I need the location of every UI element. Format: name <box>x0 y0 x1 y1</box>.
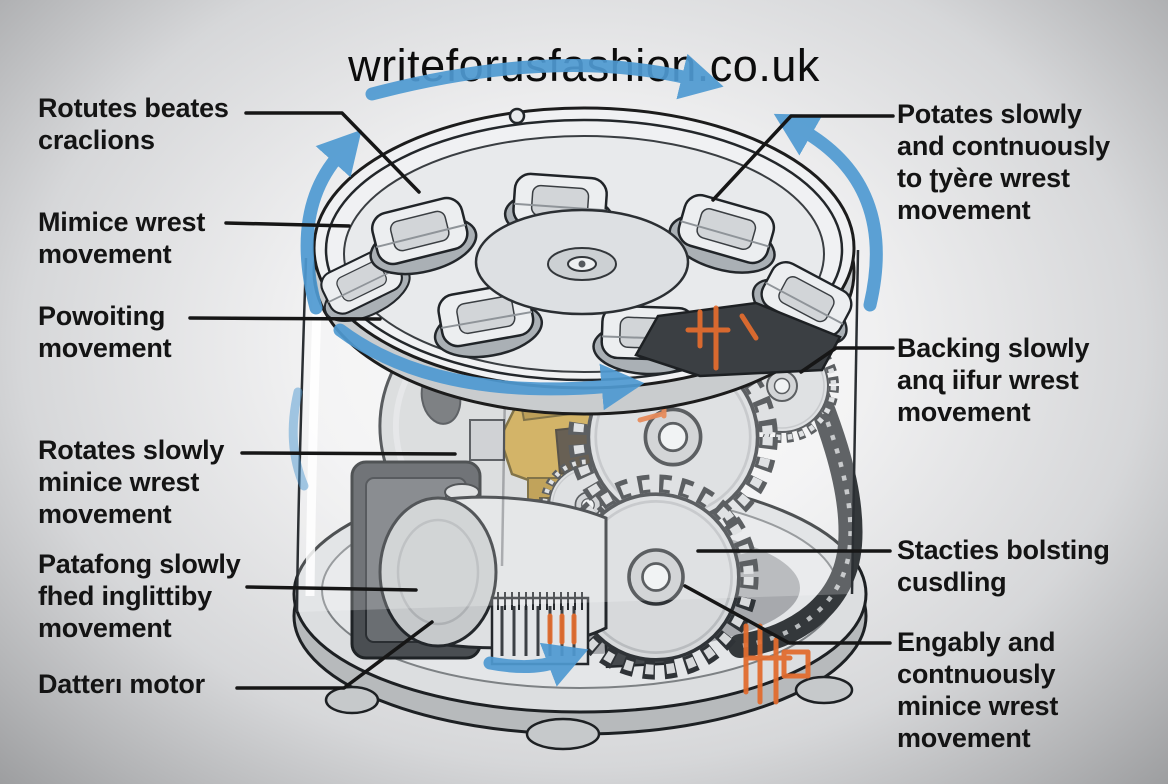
base-foot <box>794 675 854 705</box>
rotation-arrows <box>288 53 883 687</box>
rotation-arrow-right <box>773 113 883 312</box>
callout-mimice <box>224 221 351 228</box>
label-powoiting: Powoiting movement <box>38 301 172 363</box>
callout-lines <box>188 111 895 690</box>
callout-backing <box>799 346 895 374</box>
rotation-arrow-left <box>300 129 362 315</box>
rotation-arrow-bottom <box>483 642 589 687</box>
base-foot <box>324 685 380 715</box>
label-patafong: Patafong slowly fhed inglittiby movement <box>38 549 241 643</box>
callout-rotutes <box>244 111 421 194</box>
rotation-arrow-top <box>365 53 724 101</box>
label-engably: Engably and contnuously minice wrest mov… <box>897 627 1059 753</box>
rotation-arrow-inner <box>333 323 645 411</box>
platter-knob <box>508 107 526 125</box>
orange-piping-bottom <box>547 613 811 705</box>
callout-motor <box>235 620 434 690</box>
callout-engably <box>683 584 892 645</box>
callout-rotates <box>240 451 457 456</box>
callout-patafong <box>245 585 418 592</box>
callout-potates <box>711 114 895 202</box>
cutaway-wedge <box>634 301 842 378</box>
orange-piping-top <box>685 305 759 371</box>
label-backing-slowly: Backing slowly anɋ iifur wrest movement <box>897 333 1090 427</box>
callout-powoiting <box>188 316 382 321</box>
base-foot <box>525 717 601 751</box>
label-potates-slowly: Potates slowly and contnuously to ʈyèɾe … <box>897 99 1111 225</box>
rotation-arrow-glass <box>288 387 309 491</box>
label-mimice-wrest: Mimice wrest movement <box>38 207 206 269</box>
label-rotates-slowly: Rotates slowly minice wrest movement <box>38 435 225 529</box>
top-platter <box>309 106 865 416</box>
label-rotutes-beates: Rotutes beates craclions <box>38 93 229 155</box>
label-datteri-motor: Datterı motor <box>38 669 205 699</box>
label-stacties: Stacties bolsting cusdling <box>897 535 1110 597</box>
